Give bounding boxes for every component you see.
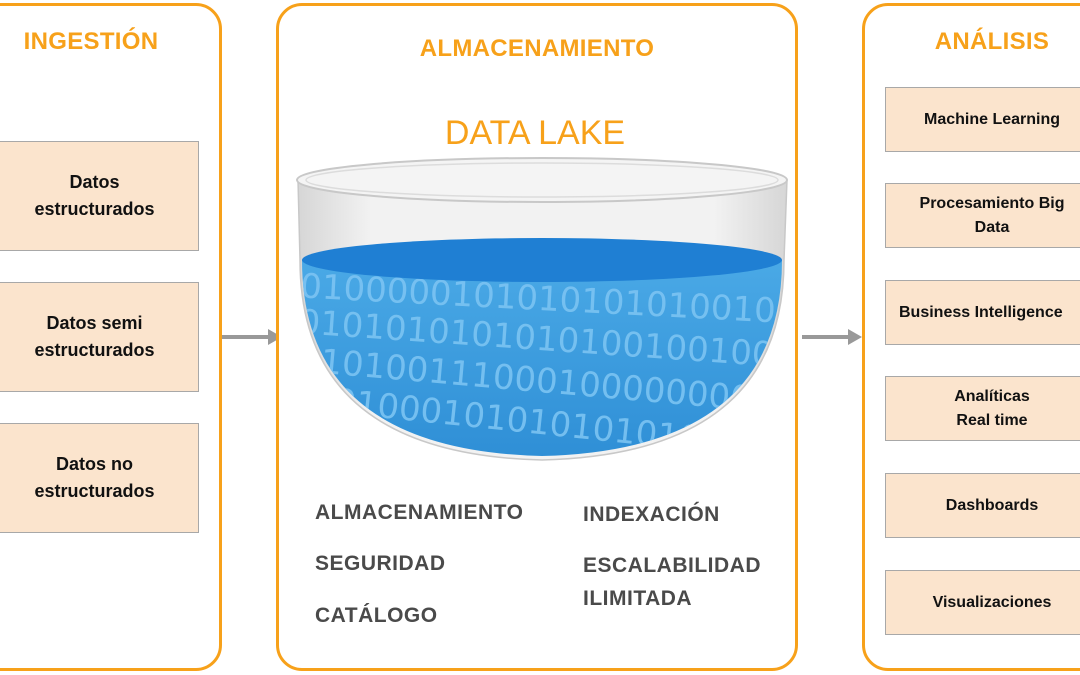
arrow-ingestion-to-storage-icon [222, 329, 282, 345]
analysis-item-real-time: Analíticas Real time [885, 376, 1080, 441]
feature-indexing: INDEXACIÓN [583, 503, 720, 526]
storage-title: ALMACENAMIENTO [419, 35, 655, 62]
analysis-item-label: Procesamiento Big Data [919, 194, 1065, 236]
analysis-item-label: Visualizaciones [932, 593, 1052, 611]
ingestion-item-label: Datos semi estructurados [34, 313, 155, 360]
analysis-item-dashboards: Dashboards [885, 473, 1080, 538]
ingestion-item-label: Datos estructurados [34, 172, 155, 219]
analysis-item-visualizations: Visualizaciones [885, 570, 1080, 635]
feature-catalog: CATÁLOGO [315, 604, 438, 627]
data-lake-title: DATA LAKE [444, 114, 626, 152]
ingestion-item-label: Datos no estructurados [34, 454, 155, 501]
ingestion-item-semi-structured: Datos semi estructurados [0, 282, 199, 392]
analysis-item-machine-learning: Machine Learning [885, 87, 1080, 152]
analysis-item-label: Business Intelligence [899, 303, 1063, 321]
analysis-title: ANÁLISIS [934, 28, 1050, 55]
ingestion-title: INGESTIÓN [23, 28, 159, 55]
ingestion-item-structured: Datos estructurados [0, 141, 199, 251]
feature-storage: ALMACENAMIENTO [315, 501, 524, 524]
feature-scalability: ESCALABILIDAD ILIMITADA [583, 554, 761, 610]
analysis-item-label: Machine Learning [923, 110, 1061, 128]
analysis-item-big-data: Procesamiento Big Data [885, 183, 1080, 248]
ingestion-item-unstructured: Datos no estructurados [0, 423, 199, 533]
data-lake-bowl-illustration: 0100000101010101010010001010101 01010101… [296, 157, 788, 461]
analysis-item-business-intelligence: Business Intelligence [885, 280, 1080, 345]
feature-security: SEGURIDAD [315, 552, 446, 575]
arrow-storage-to-analysis-icon [802, 329, 862, 345]
analysis-item-label: Dashboards [945, 496, 1039, 514]
analysis-item-label: Analíticas Real time [954, 387, 1030, 429]
